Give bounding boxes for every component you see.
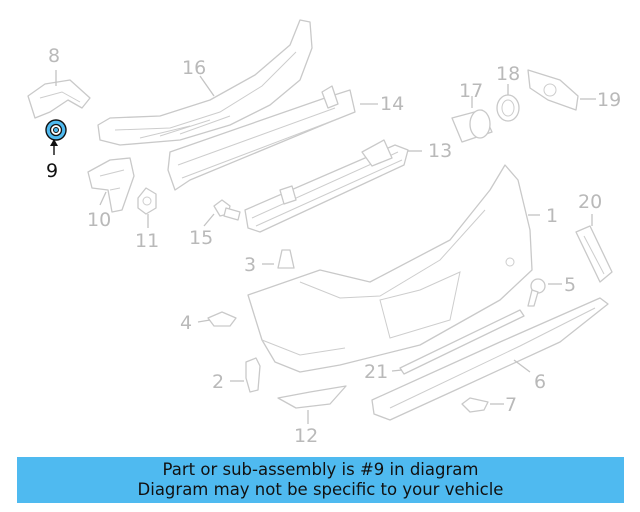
part-14-shape (167, 85, 356, 191)
part-11-shape (137, 187, 157, 215)
part-4-shape (207, 311, 237, 327)
callout-5: 5 (564, 274, 576, 296)
callout-15: 15 (189, 227, 213, 249)
part-3-shape (277, 249, 295, 269)
part-18-shape (496, 94, 520, 122)
callout-3: 3 (244, 254, 256, 276)
callout-10: 10 (87, 209, 111, 231)
callout-16: 16 (182, 57, 206, 79)
callout-21: 21 (364, 361, 388, 383)
part-9-shape (45, 119, 67, 141)
part-19-shape (527, 69, 579, 111)
part-6-shape (371, 297, 609, 421)
callout-20: 20 (578, 191, 602, 213)
callout-12: 12 (294, 425, 318, 447)
diagram-notice-banner: Part or sub-assembly is #9 in diagram Di… (17, 457, 624, 503)
callout-11: 11 (135, 230, 159, 252)
callout-14: 14 (380, 93, 404, 115)
callout-2: 2 (212, 371, 224, 393)
part-2-shape (245, 357, 261, 393)
part-7-shape (461, 397, 489, 413)
part-16-shape (97, 19, 313, 146)
leader-lines (50, 70, 596, 424)
callout-17: 17 (459, 80, 483, 102)
callout-19: 19 (597, 89, 621, 111)
part-12-shape (277, 385, 347, 409)
banner-line-disclaimer: Diagram may not be specific to your vehi… (137, 480, 504, 499)
part-21-shape (399, 309, 525, 375)
part-20-shape (575, 225, 613, 283)
part-8-shape (27, 79, 91, 119)
callout-1: 1 (546, 205, 558, 227)
parts-diagram: 8 9 16 14 17 18 19 13 1 20 10 11 15 3 5 … (27, 19, 621, 447)
callout-13: 13 (428, 140, 452, 162)
callout-6: 6 (534, 371, 546, 393)
part-1-shape (247, 164, 533, 373)
part-10-shape (87, 157, 135, 213)
part-15-shape (213, 199, 241, 221)
callout-7: 7 (505, 394, 517, 416)
callout-labels: 8 9 16 14 17 18 19 13 1 20 10 11 15 3 5 … (46, 45, 621, 447)
callout-18: 18 (496, 63, 520, 85)
part-5-shape (527, 278, 546, 307)
callout-8: 8 (48, 45, 60, 67)
callout-4: 4 (180, 312, 192, 334)
part-13-shape (244, 139, 409, 233)
callout-9: 9 (46, 160, 58, 182)
part-17-shape (451, 109, 493, 143)
banner-line-part: Part or sub-assembly is #9 in diagram (162, 460, 479, 479)
